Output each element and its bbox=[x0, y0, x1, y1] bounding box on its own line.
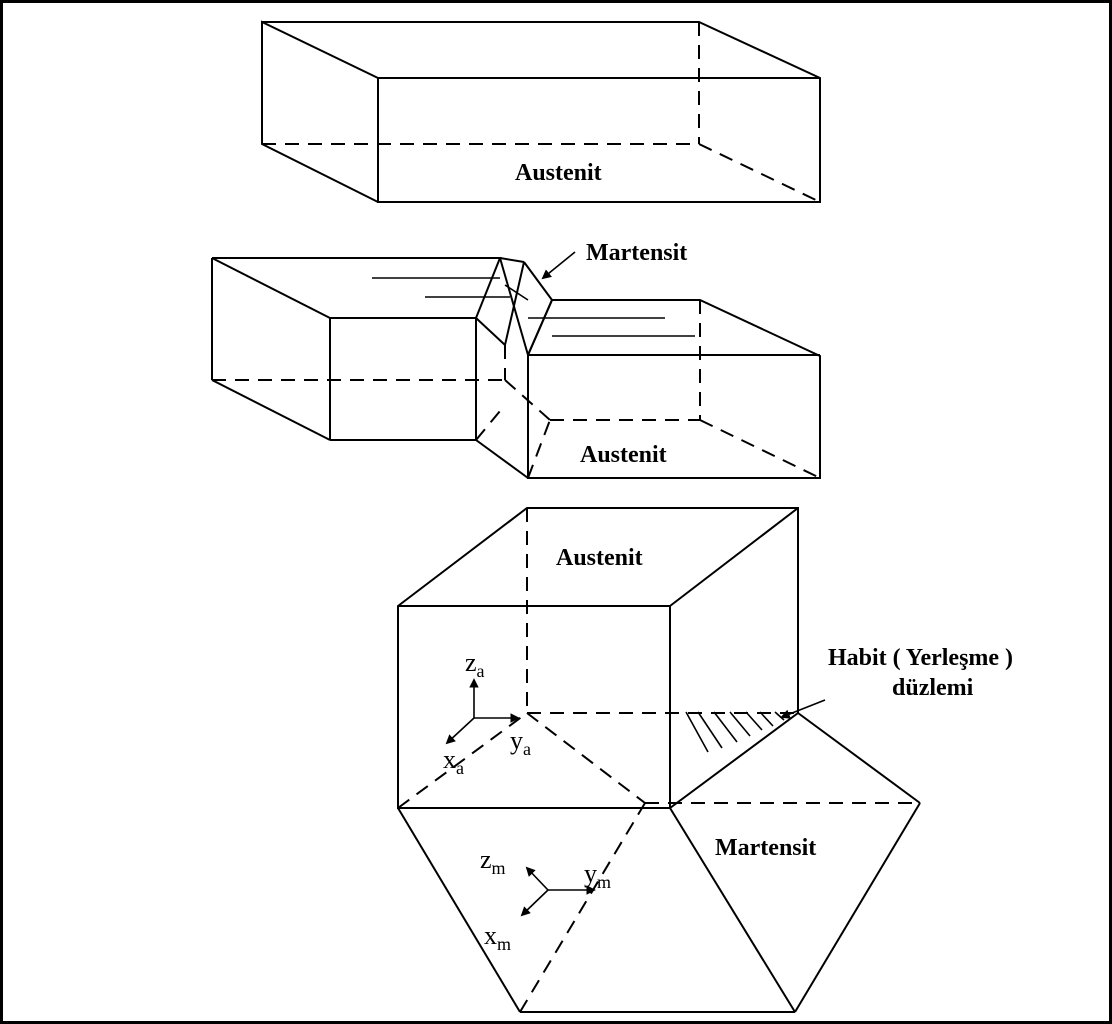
martensite-label-bottom: Martensit bbox=[715, 835, 816, 861]
martensite-label-mid: Martensit bbox=[586, 240, 687, 266]
habit-plane-block: Austenit Habit ( Yerleşme ) düzlemi Mart… bbox=[397, 507, 1013, 1013]
martensite-axes: zm ym xm bbox=[480, 845, 611, 954]
austenite-label-bottom: Austenit bbox=[556, 545, 643, 571]
habit-plane-label-line2: düzlemi bbox=[892, 675, 974, 701]
austenite-label-mid: Austenit bbox=[580, 442, 667, 468]
habit-plane-label-line1: Habit ( Yerleşme ) bbox=[828, 645, 1013, 671]
partially-transformed-block: Martensit Austenit bbox=[211, 240, 821, 479]
axis-za-label: za bbox=[465, 648, 485, 681]
austenite-block-top: Austenit bbox=[261, 20, 821, 203]
habit-pointer-arrow bbox=[780, 699, 826, 719]
axis-xa-label: xa bbox=[443, 745, 464, 778]
axis-ym-label: ym bbox=[584, 859, 611, 892]
martensite-pointer-arrow bbox=[541, 251, 576, 280]
axis-xm-label: xm bbox=[484, 921, 511, 954]
axis-ya-label: ya bbox=[510, 726, 531, 759]
axis-zm-label: zm bbox=[480, 845, 506, 878]
austenite-axes: za ya xa bbox=[443, 648, 531, 778]
austenite-label-top: Austenit bbox=[515, 160, 602, 186]
